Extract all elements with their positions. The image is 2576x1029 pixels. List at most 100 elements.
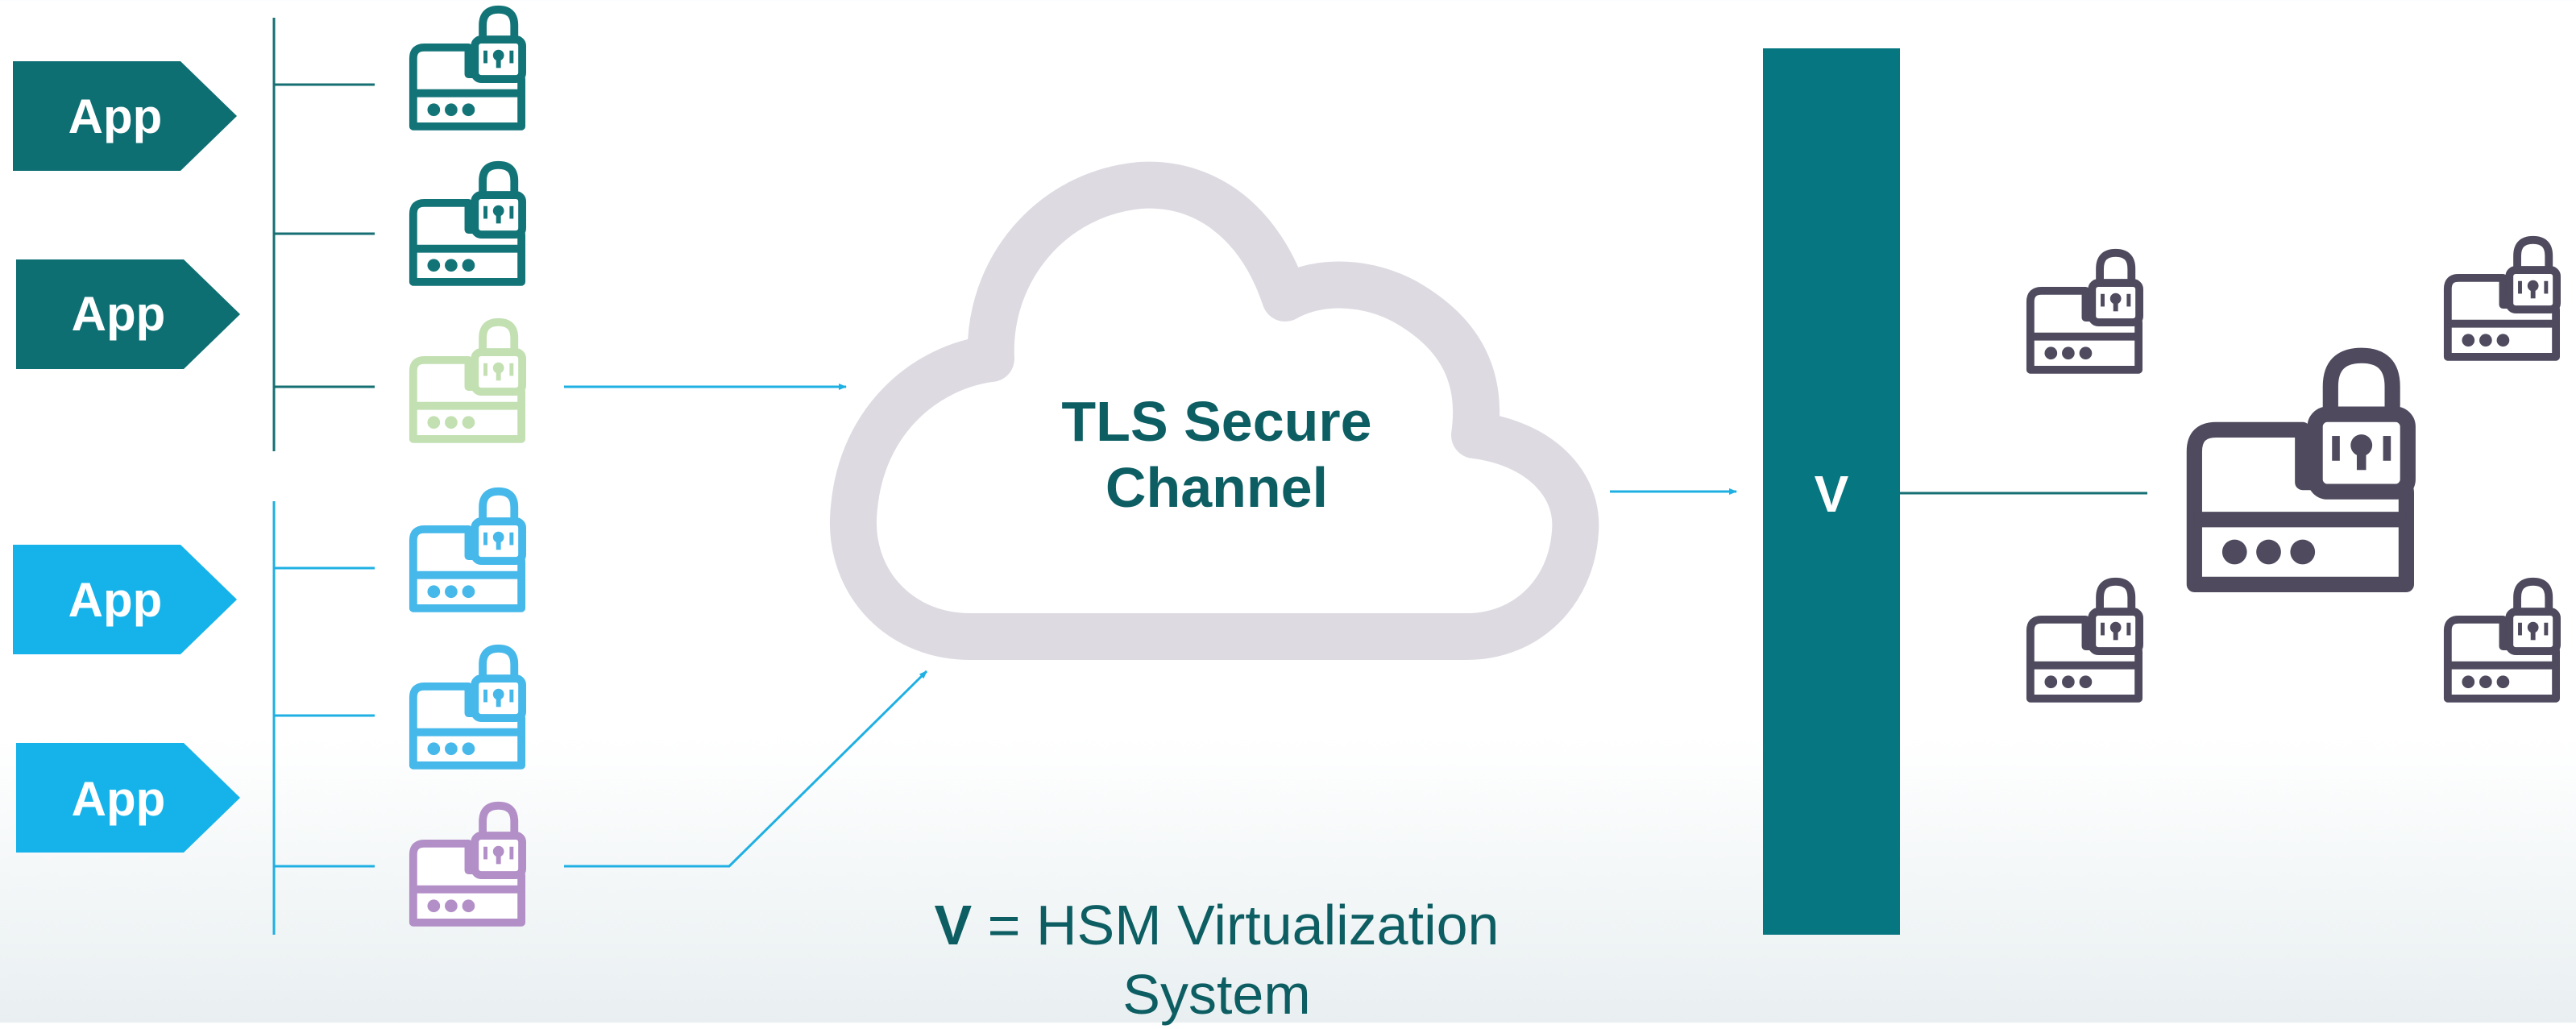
device-led	[445, 103, 458, 117]
app-arrow-shape	[16, 259, 240, 369]
keyhole-slot	[2530, 629, 2536, 641]
hsm-device-icon	[2026, 248, 2143, 374]
padlock-mark	[509, 363, 514, 376]
legend: V = HSM Virtualization System	[854, 890, 1579, 1029]
device-led	[445, 742, 458, 756]
device-led	[462, 742, 475, 756]
device-led	[462, 416, 475, 429]
device-led	[445, 416, 458, 429]
keyhole	[492, 531, 504, 543]
device-led	[427, 259, 441, 272]
keyhole	[2350, 434, 2373, 456]
padlock-mark	[2101, 293, 2105, 307]
padlock-mark	[483, 532, 487, 546]
hsm-device-icon	[2443, 235, 2561, 361]
hsm-device-icon	[409, 801, 526, 927]
padlock-mark	[483, 846, 487, 860]
keyhole	[2109, 293, 2122, 305]
keyhole-slot	[496, 56, 501, 68]
padlock-shackle	[2096, 248, 2136, 288]
keyhole-slot	[496, 853, 501, 865]
virtualization-bar	[1763, 48, 1900, 935]
padlock-mark	[483, 205, 487, 219]
cloud-label: TLS Secure Channel	[1061, 390, 1372, 519]
device-led	[2221, 539, 2247, 565]
connector-purple-to-cloud	[564, 670, 928, 868]
keyhole-slot	[496, 369, 501, 381]
device-led	[2496, 334, 2510, 347]
padlock-mark	[2544, 622, 2549, 636]
padlock-mark	[483, 363, 487, 376]
padlock-mark	[2518, 280, 2522, 294]
device-led	[2462, 675, 2475, 689]
device-led	[2462, 334, 2475, 347]
app-tag-top-2	[16, 259, 240, 369]
hsm-device-icon	[2026, 577, 2143, 703]
padlock-shackle	[2322, 347, 2400, 425]
cloud-icon	[829, 161, 1599, 660]
padlock-mark	[509, 689, 514, 703]
padlock-mark	[2544, 280, 2549, 294]
device-led	[2496, 675, 2510, 689]
app-arrow-shape	[13, 61, 237, 171]
padlock-mark	[509, 846, 514, 860]
app-label: App	[68, 573, 163, 627]
device-led	[462, 899, 475, 913]
app-tag-bottom-1	[13, 545, 237, 654]
hsm-device-icon	[2443, 577, 2561, 703]
keyhole	[492, 49, 504, 61]
device-led	[462, 103, 475, 117]
legend-key: V	[934, 894, 973, 956]
device-led	[2290, 539, 2316, 565]
device-led	[427, 585, 441, 599]
keyhole	[2527, 280, 2539, 292]
padlock-shackle	[479, 160, 519, 201]
app-tag-top-1	[13, 61, 237, 171]
app-label: App	[71, 772, 166, 826]
keyhole	[492, 362, 504, 374]
keyhole-slot	[496, 695, 501, 707]
device-led	[2044, 675, 2058, 689]
padlock-mark	[2126, 622, 2131, 636]
padlock-mark	[2126, 293, 2131, 307]
hsm-device-icon	[2186, 347, 2416, 592]
device-led	[2062, 675, 2075, 689]
legend-description: HSM Virtualization System	[1035, 894, 1500, 1026]
app-arrow-shape	[13, 545, 237, 654]
device-led	[445, 585, 458, 599]
padlock-shackle	[479, 5, 519, 45]
padlock-shackle	[2513, 235, 2553, 276]
virtualization-bar-label: V	[1814, 465, 1849, 523]
padlock-shackle	[2513, 577, 2553, 617]
padlock-mark	[2518, 622, 2522, 636]
hsm-device-icon	[409, 644, 526, 770]
keyhole-slot	[2113, 300, 2118, 312]
device-led	[427, 416, 441, 429]
keyhole-slot	[496, 212, 501, 224]
padlock-shackle	[2096, 577, 2136, 617]
legend-separator: =	[972, 894, 1036, 956]
hsm-device-icon	[409, 317, 526, 443]
hsm-device-icon	[409, 487, 526, 612]
padlock-shackle	[479, 644, 519, 684]
app-label: App	[71, 287, 166, 341]
padlock-shackle	[479, 317, 519, 358]
padlock-mark	[483, 689, 487, 703]
keyhole	[492, 845, 504, 857]
device-led	[2062, 346, 2075, 360]
device-led	[427, 742, 441, 756]
padlock-mark	[2332, 436, 2340, 461]
device-led	[2256, 539, 2281, 565]
device-led	[445, 259, 458, 272]
keyhole-slot	[496, 538, 501, 550]
keyhole-slot	[2113, 629, 2118, 641]
device-led	[427, 103, 441, 117]
padlock-mark	[509, 532, 514, 546]
device-led	[2079, 346, 2093, 360]
keyhole	[2527, 621, 2539, 633]
device-led	[462, 259, 475, 272]
keyhole-slot	[2530, 287, 2536, 299]
padlock-mark	[483, 50, 487, 64]
